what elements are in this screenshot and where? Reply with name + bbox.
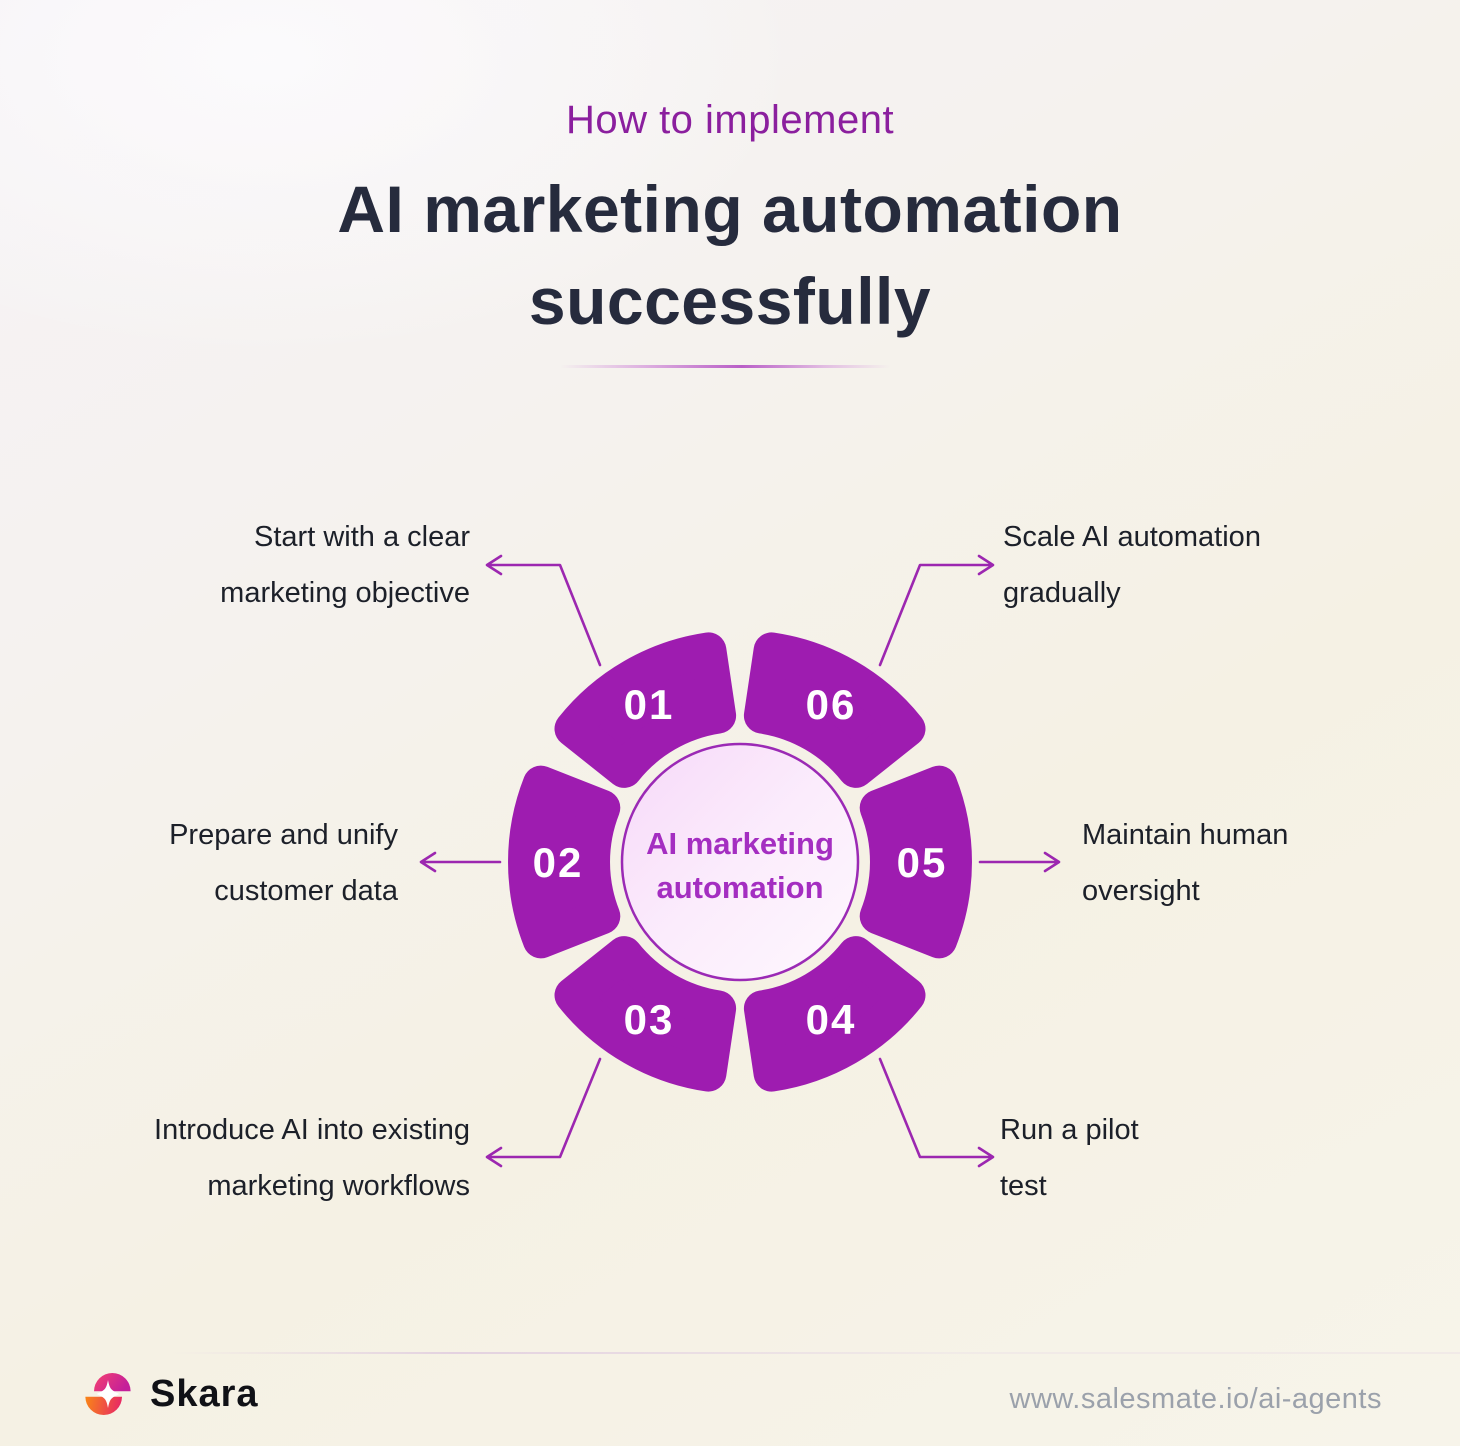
step-04-label-line1: Run a pilot [1000,1114,1139,1146]
connector-arrow-06 [878,554,995,667]
step-05-label-line2: oversight [1082,875,1200,907]
step-02-label-line1: Prepare and unify [169,819,398,851]
center-hub-circle [620,742,860,982]
segment-03-shape [554,936,737,1092]
step-06-label: Scale AI automation gradually [1003,509,1261,621]
segment-04-number: 04 [806,996,857,1043]
segment-02-shape [508,765,621,959]
step-01-label-line2: marketing objective [220,577,470,609]
step-06-label-line2: gradually [1003,577,1121,609]
segment-numbers: 01 06 05 04 03 02 [533,681,948,1043]
segment-04-shape [743,936,926,1092]
connector-arrow-02 [419,851,502,873]
segment-05-shape [859,765,972,959]
page-title-line1: AI marketing automation [337,172,1123,246]
step-05-label: Maintain human oversight [1082,807,1288,919]
connector-arrow-04 [878,1057,995,1168]
ring-segments [508,632,972,1092]
connector-arrows [419,554,1061,1168]
step-02-label-line2: customer data [214,875,398,907]
brand-logo: Skara [80,1368,259,1420]
step-01-label: Start with a clear marketing objective [220,509,470,621]
site-url: www.salesmate.io/ai-agents [1009,1383,1382,1415]
page-title-line2: successfully [528,264,932,338]
footer-divider [170,1352,1460,1354]
brand-name: Skara [150,1372,259,1415]
segment-01-number: 01 [624,681,675,728]
segment-06-shape [743,632,926,788]
eyebrow-title: How to implement [565,98,895,142]
step-01-label-line1: Start with a clear [254,521,470,553]
skara-logo-icon [85,1373,131,1415]
center-hub-line1: AI marketing [646,826,834,861]
step-04-label: Run a pilot test [1000,1102,1139,1214]
connector-arrow-05 [978,851,1061,873]
step-06-label-line1: Scale AI automation [1003,521,1261,553]
connector-arrow-03 [485,1057,602,1168]
step-03-label-line2: marketing workflows [207,1170,470,1202]
segment-01-shape [554,632,737,788]
segment-05-number: 05 [897,839,948,886]
title-underline-decoration [560,365,890,368]
page-title: AI marketing automation successfully [0,163,1460,347]
segment-03-number: 03 [624,996,675,1043]
segment-02-number: 02 [533,839,584,886]
step-03-label: Introduce AI into existing marketing wor… [154,1102,470,1214]
step-03-label-line1: Introduce AI into existing [154,1114,470,1146]
center-hub-line2: automation [656,870,823,905]
step-05-label-line1: Maintain human [1082,819,1289,851]
step-02-label: Prepare and unify customer data [169,807,398,919]
connector-arrow-01 [485,554,602,667]
segment-06-number: 06 [806,681,857,728]
step-04-label-line2: test [1000,1170,1047,1202]
